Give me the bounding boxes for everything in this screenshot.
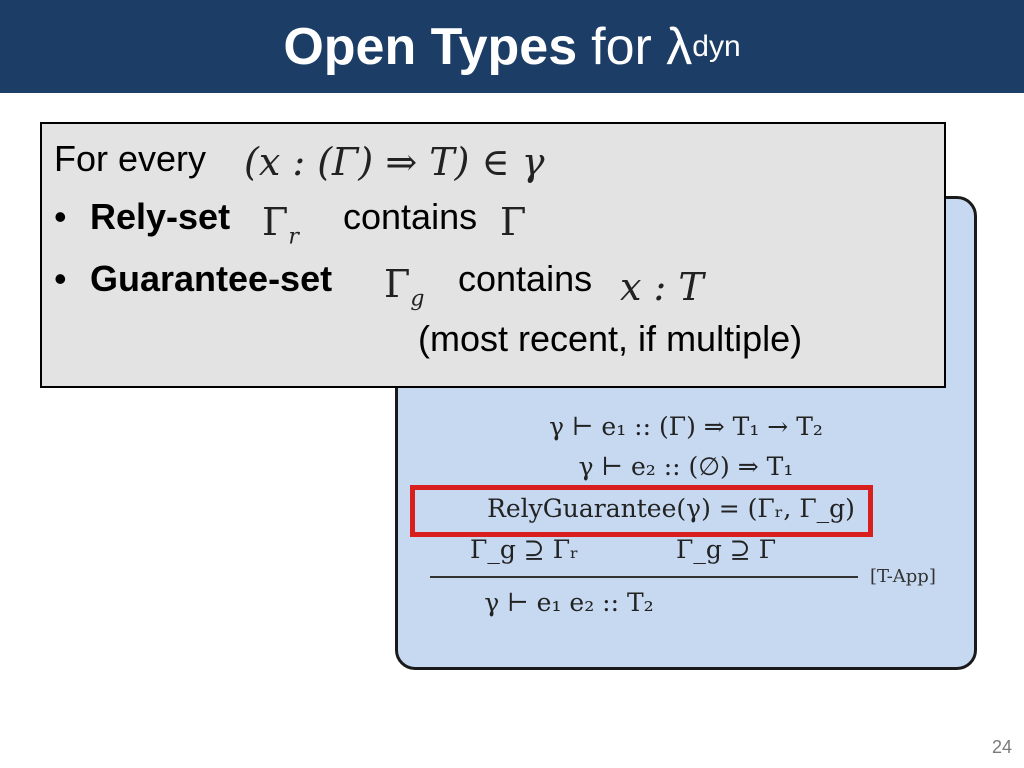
rule-premise-1: γ ⊢ e₁ :: (Γ) ⇒ T₁ → T₂ — [549, 412, 823, 441]
rely-guarantee-highlight — [410, 485, 873, 537]
rely-contains: contains — [343, 196, 478, 237]
rule-premise-3: RelyGuarantee(γ) = (Γᵣ, Γ_g) — [487, 494, 855, 523]
for-every-label: For every — [54, 138, 207, 179]
most-recent-note: (most recent, if multiple) — [418, 318, 803, 359]
rely-set-label: Rely-set — [90, 196, 231, 237]
guarantee-set-label: Guarantee-set — [90, 258, 333, 299]
page-number: 24 — [991, 737, 1012, 757]
rule-name: [T-App] — [870, 566, 936, 587]
rule-premise-2: γ ⊢ e₂ :: (∅) ⇒ T₁ — [578, 452, 794, 481]
rule-premise-4a: Γ_g ⊇ Γᵣ — [470, 535, 579, 564]
bullet-2: • — [54, 258, 67, 299]
inference-bar — [430, 576, 858, 578]
callout-box — [40, 122, 946, 388]
guarantee-contains: contains — [458, 258, 593, 299]
binding-formula: (x : (Γ) ⇒ T) ∈ γ — [244, 140, 545, 184]
guarantee-set-symbol: Γg — [384, 262, 425, 312]
rely-target: Γ — [500, 200, 527, 244]
guarantee-target: x : T — [620, 265, 704, 309]
title-superscript: dyn — [692, 29, 741, 63]
title-rest: for λ — [591, 17, 693, 76]
title-bold: Open Types — [283, 17, 578, 76]
rule-premise-4b: Γ_g ⊇ Γ — [676, 535, 777, 564]
rule-conclusion: γ ⊢ e₁ e₂ :: T₂ — [484, 588, 654, 617]
bullet-1: • — [54, 196, 67, 237]
rely-set-symbol: Γr — [262, 200, 299, 250]
